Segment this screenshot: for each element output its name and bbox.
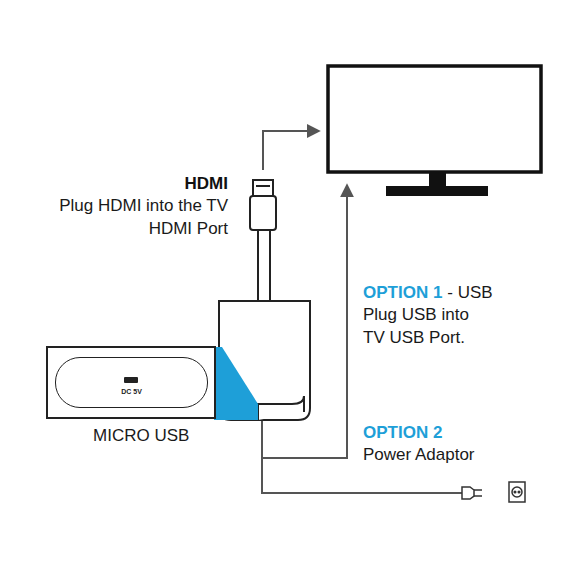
part-name: MICRO USB	[93, 424, 189, 447]
micro-usb-port	[124, 377, 138, 383]
power-outlet	[509, 482, 525, 502]
instruction-text: Power Adaptor	[363, 443, 475, 466]
hdmi-arrow	[263, 131, 318, 170]
port-title: HDMI	[48, 172, 228, 195]
hdmi-plug	[250, 180, 276, 301]
micro-usb-end: DC 5V	[55, 357, 208, 408]
zoom-wedge	[214, 347, 258, 420]
tv-monitor	[328, 66, 541, 196]
option-subtitle: - USB	[447, 281, 492, 304]
option-title: OPTION 2	[363, 421, 442, 444]
inset-panel	[47, 347, 215, 418]
power-plug	[462, 487, 482, 499]
option-title: OPTION 1	[363, 281, 442, 304]
port-label: DC 5V	[56, 388, 207, 396]
instruction-text: Plug HDMI into the TV HDMI Port	[48, 194, 228, 240]
instruction-text: Plug USB into TV USB Port.	[363, 303, 481, 349]
